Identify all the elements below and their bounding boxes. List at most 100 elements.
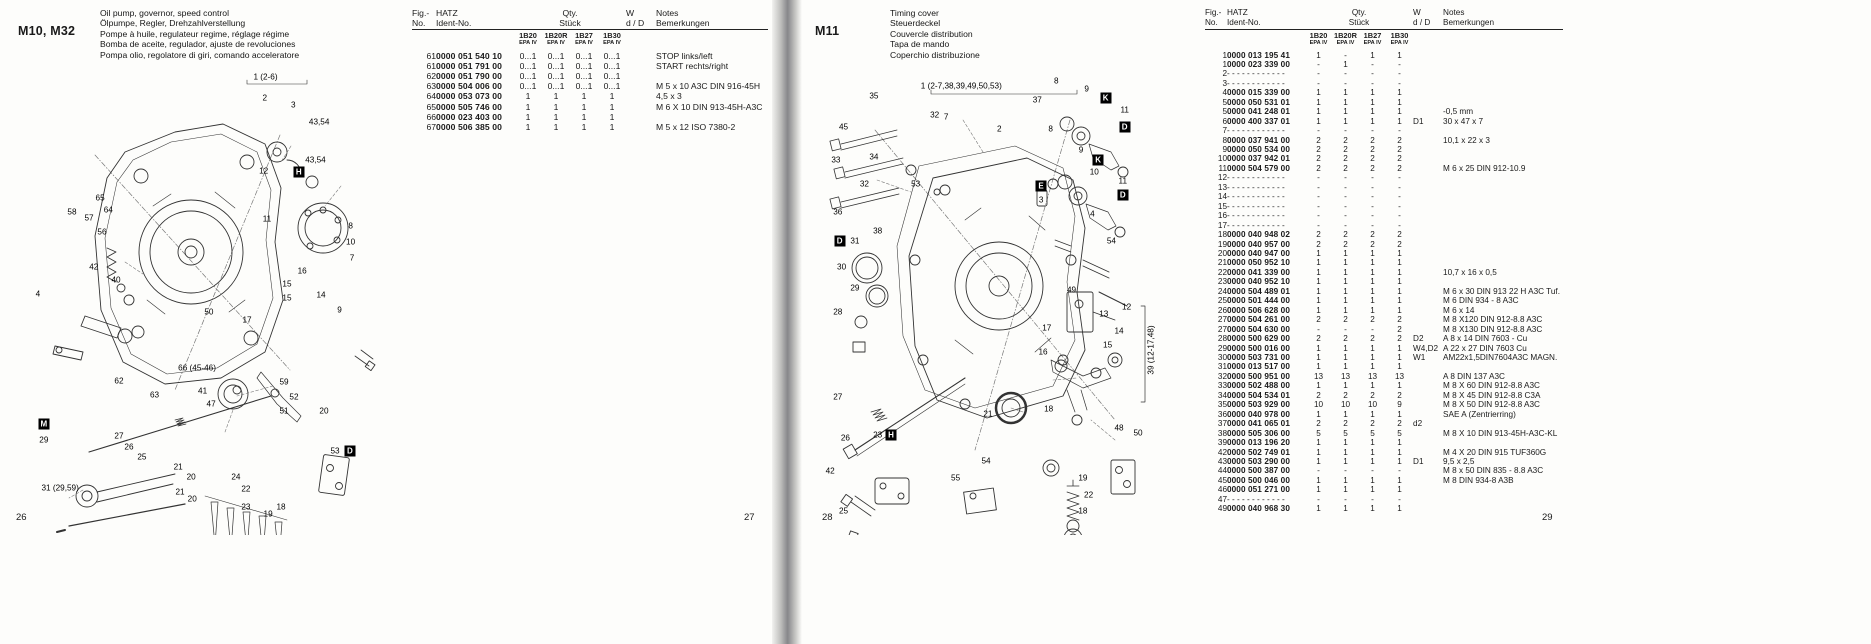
notes bbox=[1443, 249, 1563, 258]
part-callout: 23 bbox=[873, 430, 883, 440]
col-header-qty-sub: Stück bbox=[514, 18, 626, 30]
epa-label: EPA IV bbox=[1390, 39, 1409, 46]
col-header-notes: Notes bbox=[656, 8, 679, 18]
col-model-1b30: 1B30 EPA IV bbox=[1386, 30, 1413, 51]
qty-1b27: - bbox=[1371, 182, 1374, 192]
qty-1b20r: - bbox=[1344, 494, 1347, 504]
qty-1b20: 1 bbox=[1316, 116, 1321, 126]
col-header-hatz-sub: Ident-No. bbox=[436, 18, 514, 30]
fig-no: 9 bbox=[1222, 145, 1227, 155]
qty-1b30: - bbox=[1398, 173, 1401, 183]
w-dd bbox=[1413, 183, 1443, 192]
notes bbox=[1443, 240, 1563, 249]
part-callout: 1 (2-6) bbox=[253, 72, 278, 82]
part-callout: 12 bbox=[1122, 302, 1132, 312]
qty-1b27: - bbox=[1371, 324, 1374, 334]
qty-1b27: - bbox=[1371, 126, 1374, 136]
w-dd bbox=[626, 122, 656, 132]
notes: 10,1 x 22 x 3 bbox=[1443, 135, 1490, 145]
part-callout: 10 bbox=[1089, 167, 1099, 177]
w-dd: D2 bbox=[1413, 334, 1424, 344]
qty-1b27: 2 bbox=[1370, 230, 1375, 240]
model-label: 1B27 bbox=[575, 31, 593, 40]
qty-1b20r: 1 bbox=[1343, 456, 1348, 466]
model-label: 1B20R bbox=[544, 31, 568, 40]
w-dd bbox=[1413, 466, 1443, 475]
fig-no: 39 bbox=[1217, 438, 1227, 448]
ident-no: 0000 502 488 00 bbox=[1227, 381, 1290, 391]
fig-no: 47 bbox=[1217, 494, 1227, 504]
part-callout: 35 bbox=[869, 91, 879, 101]
description-block-left: Oil pump, governor, speed control Ölpump… bbox=[100, 8, 299, 60]
part-callout: 26 bbox=[124, 442, 134, 452]
w-dd bbox=[1413, 410, 1443, 419]
fig-no: 65 bbox=[426, 101, 436, 112]
part-callout: 53 bbox=[911, 179, 921, 188]
model-label: 1B20 bbox=[1309, 31, 1328, 40]
qty-1b30: 1 bbox=[1397, 409, 1402, 419]
part-callout: 27 bbox=[114, 431, 124, 441]
w-dd bbox=[1413, 277, 1443, 286]
ident-no: - - - - - - - - - - - - bbox=[1227, 173, 1285, 183]
ident-no: - - - - - - - - - - - - bbox=[1227, 494, 1285, 504]
ident-no: 0000 500 387 00 bbox=[1227, 466, 1290, 476]
qty-1b30: 1 bbox=[1397, 267, 1402, 277]
notes: SAE A (Zentrierring) bbox=[1443, 409, 1516, 419]
ident-no: 0000 500 016 00 bbox=[1227, 343, 1290, 353]
ident-no: 0000 504 489 01 bbox=[1227, 286, 1290, 296]
ident-no: 0000 037 942 01 bbox=[1227, 154, 1290, 164]
qty-1b20r: 1 bbox=[1343, 504, 1348, 514]
qty-1b27: - bbox=[1371, 220, 1374, 230]
w-dd: d2 bbox=[1413, 419, 1423, 429]
part-callout: 7 bbox=[943, 112, 949, 122]
fig-no: 35 bbox=[1217, 400, 1227, 410]
w-dd: W1 bbox=[1413, 353, 1426, 362]
fig-no: 32 bbox=[1217, 371, 1227, 381]
qty-1b20r: 0...1 bbox=[547, 70, 565, 81]
w-dd bbox=[1413, 173, 1443, 182]
ident-no: - - - - - - - - - - - - bbox=[1227, 220, 1285, 230]
spacer bbox=[656, 30, 768, 51]
qty-1b20r: 1 bbox=[1343, 277, 1348, 287]
qty-1b20: - bbox=[1317, 182, 1320, 192]
qty-1b20: 2 bbox=[1316, 154, 1321, 164]
part-callout: 53 bbox=[330, 446, 340, 456]
qty-1b30: 1 bbox=[1397, 249, 1402, 259]
part-callout: 15 bbox=[282, 279, 292, 289]
qty-1b30: - bbox=[1398, 211, 1401, 221]
model-label: 1B30 bbox=[1390, 31, 1409, 40]
qty-1b27: 0...1 bbox=[575, 70, 593, 81]
fig-no: 15 bbox=[1217, 201, 1227, 211]
notes: 4,5 x 3 bbox=[656, 91, 682, 102]
qty-1b20: 2 bbox=[1316, 239, 1321, 249]
ref-letter-box: D bbox=[834, 235, 846, 246]
model-heading-left: M10, M32 bbox=[18, 24, 76, 38]
part-callout: 21 bbox=[173, 462, 183, 472]
qty-1b27: 2 bbox=[1370, 390, 1375, 400]
part-row: 14- - - - - - - - - - - ----- bbox=[1205, 192, 1563, 201]
qty-1b20: 1 bbox=[1316, 305, 1321, 315]
qty-1b30: 1 bbox=[1397, 447, 1402, 457]
w-dd bbox=[1413, 429, 1443, 438]
qty-1b30: - bbox=[1398, 126, 1401, 136]
part-callout: 55 bbox=[951, 473, 961, 483]
fig-no: 10 bbox=[1217, 154, 1227, 164]
col-header-hatz: HATZ bbox=[1227, 8, 1248, 17]
qty-1b20: 0...1 bbox=[519, 81, 537, 92]
qty-1b30: 2 bbox=[1397, 390, 1402, 400]
qty-1b20: 1 bbox=[1316, 343, 1321, 353]
ident-no: 0000 013 517 00 bbox=[1227, 362, 1290, 372]
model-label: 1B20 bbox=[519, 31, 537, 40]
part-callout: 32 bbox=[859, 179, 869, 188]
w-dd bbox=[1413, 211, 1443, 220]
qty-1b20: 13 bbox=[1313, 371, 1324, 381]
